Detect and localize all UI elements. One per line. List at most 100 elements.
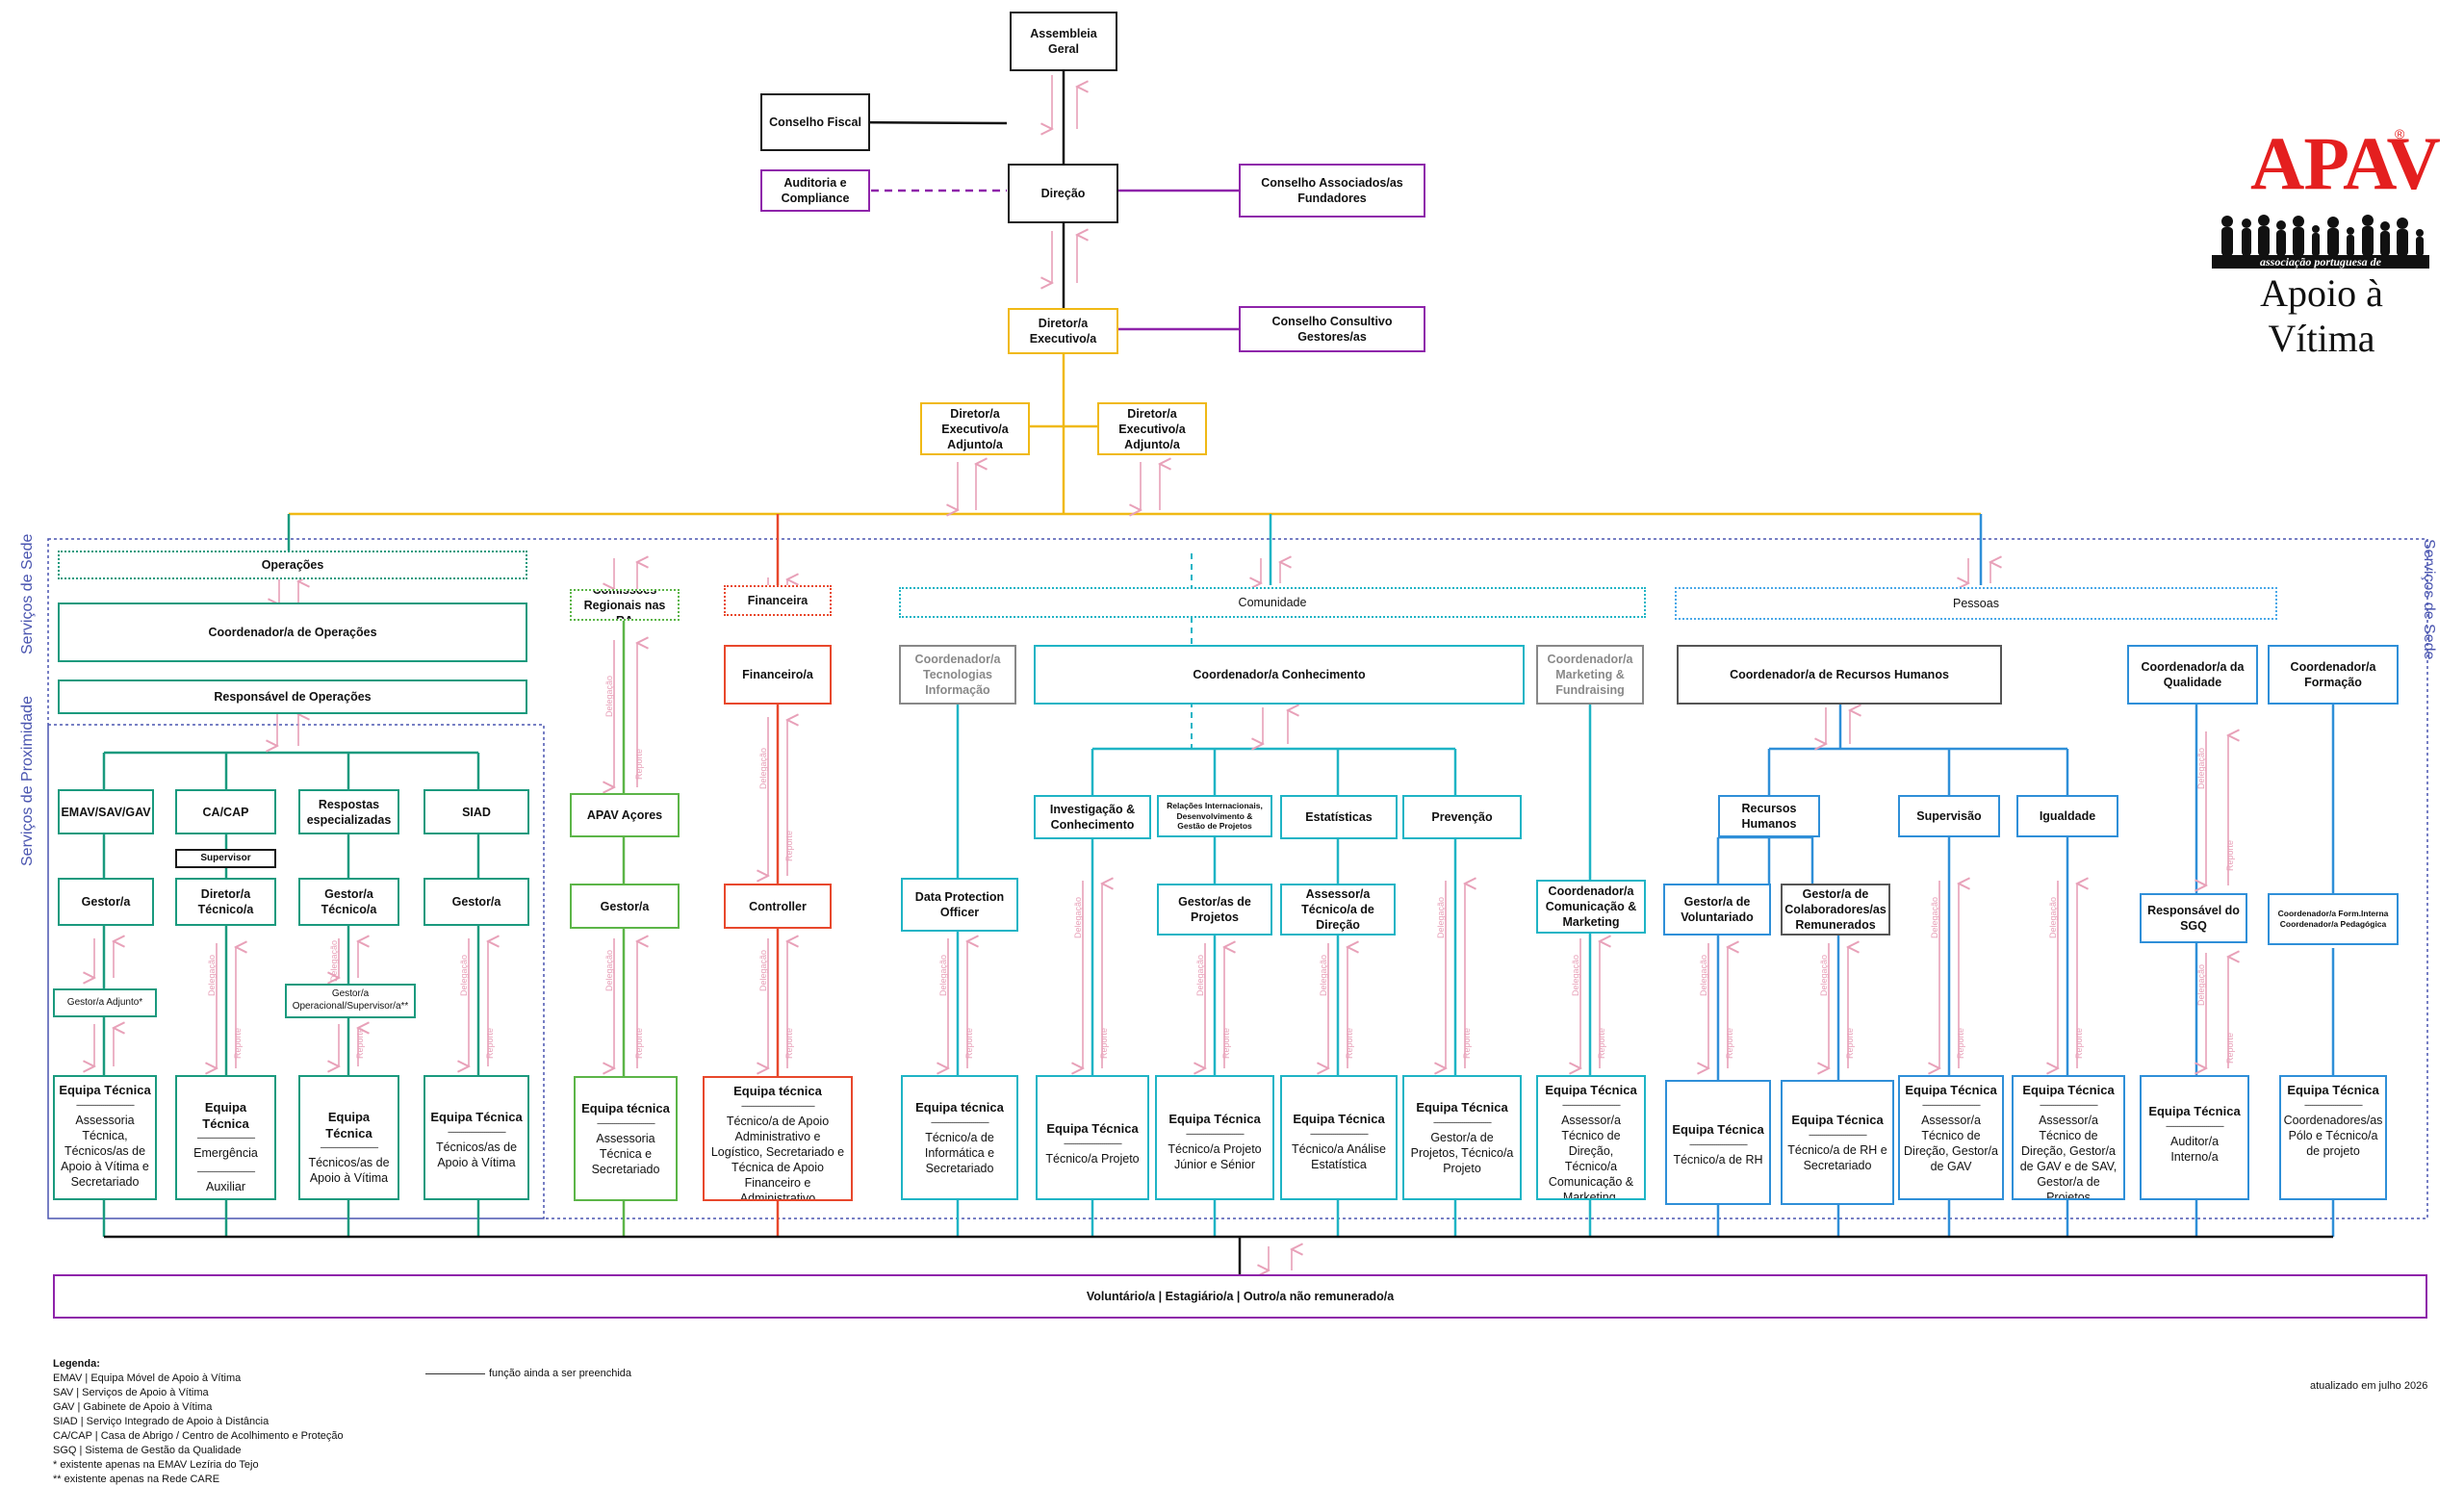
logo-subtitle: Apoio à Vítima (2260, 271, 2383, 360)
coordenador-comunicacao-box: Coordenador/a Comunicação & Marketing (1536, 880, 1646, 934)
gestor-emav-box: Gestor/a (58, 878, 154, 926)
equipa-tecnica-acores: Equipa técnica--------------------------… (574, 1076, 678, 1201)
coordenador-conhecimento-box: Coordenador/a Conhecimento (1034, 645, 1525, 705)
recursos-humanos-box: Recursos Humanos (1718, 795, 1820, 837)
delegacao-label: Delegação (938, 955, 948, 996)
controller-box: Controller (724, 884, 832, 929)
equipa-tecnica-colaboradores: Equipa Técnica--------------------------… (1781, 1080, 1894, 1205)
equipa-tecnica-relacoes: Equipa Técnica--------------------------… (1155, 1075, 1274, 1200)
gestor-adjunto-box: Gestor/a Adjunto* (53, 988, 157, 1017)
diretor-adjunto-box-2: Diretor/a Executivo/a Adjunto/a (1097, 402, 1207, 455)
equipa-tecnica-formacao: Equipa Técnica--------------------------… (2279, 1075, 2387, 1200)
auditoria-compliance-box: Auditoria e Compliance (760, 169, 870, 212)
equipa-tecnica-respostas: Equipa Técnica--------------------------… (298, 1075, 399, 1200)
supervisor-box: Supervisor (175, 849, 276, 868)
equipa-tecnica-supervisao: Equipa Técnica--------------------------… (1898, 1075, 2004, 1200)
reporte-label: Reporte (1597, 1028, 1606, 1059)
reporte-label: Reporte (634, 749, 644, 780)
gestor-tecnico-box: Gestor/a Técnico/a (298, 878, 399, 926)
legend-item: ** existente apenas na Rede CARE (53, 1474, 220, 1485)
conselho-consultivo-box: Conselho Consultivo Gestores/as (1239, 306, 1425, 352)
delegacao-label: Delegação (1195, 955, 1205, 996)
unit-siad-box: SIAD (424, 789, 529, 834)
reporte-label: Reporte (2225, 840, 2235, 871)
delegacao-label: Delegação (459, 955, 469, 996)
responsavel-sgq-box: Responsável do SGQ (2140, 893, 2247, 943)
reporte-label: Reporte (1099, 1028, 1109, 1059)
legend-item: GAV | Gabinete de Apoio à Vítima (53, 1401, 213, 1413)
coordenador-ti-box: Coordenador/a Tecnologias Informação (899, 645, 1016, 705)
unit-cacap-box: CA/CAP (175, 789, 276, 834)
equipa-tecnica-estatisticas: Equipa Técnica--------------------------… (1280, 1075, 1398, 1200)
gestor-voluntariado-box: Gestor/a de Voluntariado (1663, 884, 1771, 936)
apav-acores-box: APAV Açores (570, 793, 680, 837)
updated-date: atualizado em julho 2026 (2310, 1380, 2428, 1392)
equipa-tecnica-ti: Equipa técnica--------------------------… (901, 1075, 1018, 1200)
delegacao-label: Delegação (1319, 955, 1328, 996)
reporte-label: Reporte (2225, 1033, 2235, 1064)
delegacao-label: Delegação (758, 748, 768, 789)
diretor-executivo-box: Diretor/a Executivo/a (1008, 308, 1118, 354)
servicos-sede-label-right: Serviços de Sede (2421, 539, 2437, 660)
voluntario-box: Voluntário/a | Estagiário/a | Outro/a nã… (53, 1274, 2427, 1319)
equipa-tecnica-cacap: Equipa Técnica--------------------------… (175, 1075, 276, 1200)
delegacao-label: Delegação (1699, 955, 1708, 996)
delegacao-label: Delegação (329, 940, 339, 982)
logo-band: associação portuguesa de (2212, 255, 2429, 269)
legend-item: SGQ | Sistema de Gestão da Qualidade (53, 1445, 242, 1456)
coordenador-formacao-box: Coordenador/a Formação (2268, 645, 2399, 705)
reporte-label: Reporte (784, 831, 794, 861)
gestor-projetos-box: Gestor/as de Projetos (1157, 884, 1272, 936)
delegacao-label: Delegação (604, 950, 614, 991)
financeira-header: Financeira (724, 585, 832, 616)
delegacao-label: Delegação (1571, 955, 1580, 996)
responsavel-operacoes-box: Responsável de Operações (58, 679, 527, 714)
equipa-tecnica-marketing: Equipa Técnica--------------------------… (1536, 1075, 1646, 1200)
equipa-tecnica-prevencao: Equipa Técnica--------------------------… (1402, 1075, 1522, 1200)
delegacao-label: Delegação (2196, 964, 2206, 1006)
legend-line-label: função ainda a ser preenchida (489, 1368, 631, 1379)
reporte-label: Reporte (1345, 1028, 1354, 1059)
reporte-label: Reporte (1221, 1028, 1231, 1059)
legend-line-key: função ainda a ser preenchida (425, 1368, 631, 1379)
reporte-label: Reporte (964, 1028, 974, 1059)
gestor-acores-box: Gestor/a (570, 884, 680, 929)
equipa-tecnica-igualdade: Equipa Técnica--------------------------… (2012, 1075, 2125, 1200)
comunidade-header: Comunidade (899, 587, 1646, 618)
delegacao-label: Delegação (1436, 897, 1446, 938)
coordenador-qualidade-box: Coordenador/a da Qualidade (2127, 645, 2258, 705)
prevencao-box: Prevenção (1402, 795, 1522, 839)
delegacao-label: Delegação (604, 676, 614, 717)
servicos-proximidade-label: Serviços de Proximidade (19, 696, 36, 866)
logo-registered: ® (2395, 126, 2405, 141)
unit-respostas-box: Respostas especializadas (298, 789, 399, 834)
delegacao-label: Delegação (2196, 748, 2206, 789)
delegacao-label: Delegação (2048, 897, 2058, 938)
assessor-direcao-box: Assessor/a Técnico/a de Direção (1280, 884, 1396, 936)
operacoes-header: Operações (58, 551, 527, 579)
assembleia-geral-box: Assembleia Geral (1010, 12, 1117, 71)
reporte-label: Reporte (1845, 1028, 1855, 1059)
gestor-colaboradores-box: Gestor/a de Colaboradores/as Remunerados (1781, 884, 1890, 936)
equipa-tecnica-voluntariado: Equipa Técnica--------------------------… (1665, 1080, 1771, 1205)
delegacao-label: Delegação (1930, 897, 1939, 938)
equipa-tecnica-financeira: Equipa técnica--------------------------… (703, 1076, 853, 1201)
conselho-fiscal-box: Conselho Fiscal (760, 93, 870, 151)
delegacao-label: Delegação (1073, 897, 1083, 938)
reporte-label: Reporte (2074, 1028, 2084, 1059)
unit-emav-box: EMAV/SAV/GAV (58, 789, 154, 834)
reporte-label: Reporte (485, 1028, 495, 1059)
investigacao-box: Investigação & Conhecimento (1034, 795, 1151, 839)
coordenador-operacoes-box: Coordenador/a de Operações (58, 602, 527, 662)
conselho-associados-box: Conselho Associados/as Fundadores (1239, 164, 1425, 218)
dpo-box: Data Protection Officer (901, 878, 1018, 932)
servicos-sede-label-left: Serviços de Sede (19, 533, 36, 654)
equipa-tecnica-investigacao: Equipa Técnica--------------------------… (1036, 1075, 1149, 1200)
logo-brand: APAV (2250, 121, 2441, 205)
coordenador-marketing-box: Coordenador/a Marketing & Fundraising (1536, 645, 1644, 705)
people-silhouette-icon (2221, 215, 2424, 256)
delegacao-label: Delegação (1819, 955, 1829, 996)
coordenador-form-interna-box: Coordenador/a Form.Interna Coordenador/a… (2268, 893, 2399, 945)
equipa-tecnica-emav: Equipa Técnica--------------------------… (53, 1075, 157, 1200)
